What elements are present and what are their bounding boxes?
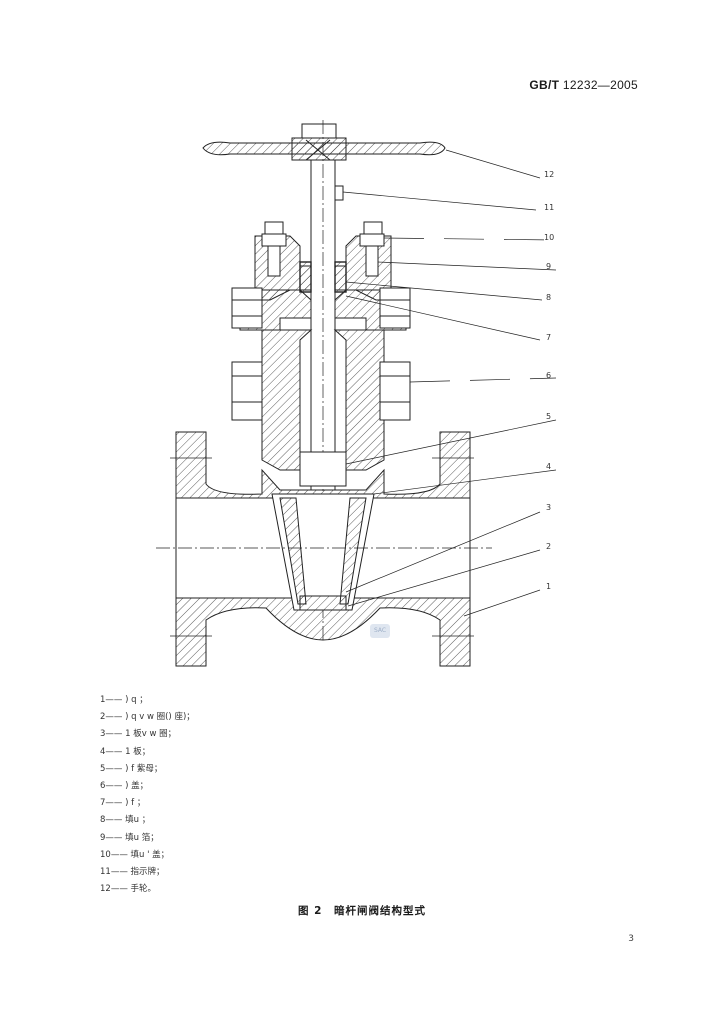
standard-number: 12232—2005 bbox=[562, 78, 638, 92]
legend-item: 8—— 填u ； bbox=[100, 815, 151, 826]
legend-item: 4—— 1 板； bbox=[100, 746, 151, 757]
stem-nut bbox=[299, 451, 347, 487]
legend-item: 7—— ) f ； bbox=[100, 798, 146, 809]
legend-item: 9—— 填u 箔； bbox=[100, 832, 159, 843]
callout-6: 6 bbox=[546, 371, 552, 380]
valve-drawing bbox=[156, 120, 557, 667]
callout-12: 12 bbox=[544, 170, 555, 179]
callout-1: 1 bbox=[546, 582, 552, 591]
callout-5: 5 bbox=[546, 412, 552, 421]
callout-8: 8 bbox=[546, 293, 552, 302]
legend-item: 3—— 1 板v w 圈； bbox=[100, 729, 177, 740]
legend-item: 12—— 手轮。 bbox=[100, 884, 157, 895]
callout-7: 7 bbox=[546, 333, 552, 342]
legend-item: 1—— ) q ； bbox=[100, 695, 148, 705]
legend-item: 10—— 填u ' 盖； bbox=[100, 849, 170, 860]
parts-legend: 1—— ) q ； 2—— ) q v w 圈() 座)； 3—— 1 板v w… bbox=[100, 692, 195, 898]
legend-item: 2—— ) q v w 圈() 座)； bbox=[100, 712, 195, 723]
callout-3: 3 bbox=[546, 503, 552, 512]
standard-header: GB/T 12232—2005 bbox=[529, 78, 638, 92]
handwheel-nut bbox=[301, 123, 337, 139]
callout-10: 10 bbox=[544, 233, 555, 242]
figure-caption: 图 2 暗杆闸阀结构型式 bbox=[298, 905, 426, 917]
indicator bbox=[334, 185, 344, 201]
callout-9: 9 bbox=[546, 262, 552, 271]
callout-11: 11 bbox=[544, 203, 555, 212]
page-number: 3 bbox=[628, 934, 634, 944]
legend-item: 5—— ) f 紫母； bbox=[100, 763, 163, 774]
callout-4: 4 bbox=[546, 462, 552, 471]
legend-item: 11—— 指示牌； bbox=[100, 867, 165, 878]
legend-item: 6—— ) 盖； bbox=[100, 781, 149, 792]
callout-2: 2 bbox=[546, 542, 552, 551]
standard-prefix: GB/T bbox=[529, 78, 560, 92]
watermark-logo: SAC bbox=[370, 624, 390, 638]
